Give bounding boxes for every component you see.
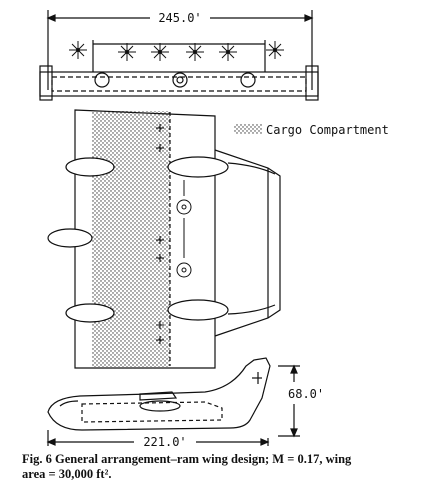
nacelle-plan-2 <box>47 228 93 248</box>
span-dimension-label: 245.0' <box>158 11 201 25</box>
span-arrow-right <box>304 14 314 22</box>
propeller-icon <box>266 41 284 59</box>
side-view <box>46 357 300 446</box>
plan-view <box>47 109 281 369</box>
legend-swatch <box>234 124 262 134</box>
legend: Cargo Compartment <box>234 123 389 137</box>
nacelle-plan-3 <box>65 303 115 323</box>
fuselage-side <box>47 357 271 431</box>
legend-label: Cargo Compartment <box>266 123 389 137</box>
nacelle-plan-4 <box>167 156 229 178</box>
propeller-icon <box>219 43 237 61</box>
wing-front-outline <box>39 71 319 97</box>
propeller-icon <box>186 43 204 61</box>
span-arrow-left <box>46 14 56 22</box>
front-view <box>39 10 319 101</box>
propeller-icon <box>151 43 169 61</box>
nacelle-right <box>240 72 256 88</box>
ram-wing-arrangement-drawing: Cargo Compartment 245.0' 68.0' 221.0' <box>39 9 389 449</box>
caption-line-2: area = 30,000 ft². <box>22 467 112 481</box>
nacelle-left <box>94 72 110 88</box>
propeller-icon <box>118 43 136 61</box>
cargo-front-section <box>51 76 307 92</box>
nacelle-center <box>172 72 188 88</box>
cargo-compartment-area <box>92 111 170 367</box>
cargo-side <box>81 401 223 423</box>
caption-line-1: Fig. 6 General arrangement–ram wing desi… <box>22 452 352 466</box>
propeller-icon <box>69 41 87 59</box>
left-end-plate <box>39 65 53 101</box>
propellers-front <box>69 41 284 61</box>
nacelle-plan-1 <box>65 157 115 177</box>
figure-caption: Fig. 6 General arrangement–ram wing desi… <box>22 452 422 482</box>
tail-boom <box>214 149 281 337</box>
length-dimension-label: 221.0' <box>143 435 186 449</box>
height-dimension-label: 68.0' <box>288 387 324 401</box>
nacelle-plan-5 <box>167 299 229 321</box>
